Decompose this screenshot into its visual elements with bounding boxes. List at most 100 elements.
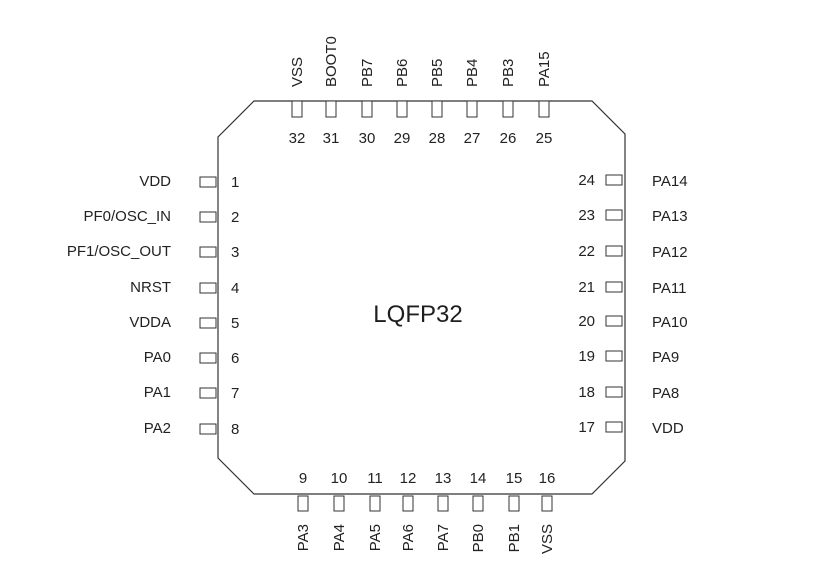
pin-27-pad <box>466 100 478 118</box>
pin-31-number: 31 <box>323 130 340 147</box>
pin-14-pad <box>472 495 484 512</box>
pin-28-number: 28 <box>429 130 446 147</box>
pin-13-name: PA7 <box>435 524 452 551</box>
pin-31-name: BOOT0 <box>323 36 340 87</box>
pin-12-number: 12 <box>400 470 417 487</box>
pin-17-number: 17 <box>578 419 595 436</box>
pin-24-pad <box>605 174 623 186</box>
pin-20-number: 20 <box>578 313 595 330</box>
pin-28-pad <box>431 100 443 118</box>
pin-18-number: 18 <box>578 384 595 401</box>
pin-15-name: PB1 <box>506 524 523 552</box>
pin-16-number: 16 <box>539 470 556 487</box>
pin-10-pad <box>333 495 345 512</box>
pin-27-name: PB4 <box>464 59 481 87</box>
pin-8-name: PA2 <box>144 420 171 437</box>
pin-19-name: PA9 <box>652 349 679 366</box>
pin-7-number: 7 <box>231 385 239 402</box>
pin-32-number: 32 <box>289 130 306 147</box>
pin-11-pad <box>369 495 381 512</box>
pin-17-pad <box>605 421 623 433</box>
pin-11-number: 11 <box>367 470 383 487</box>
pin-25-pad <box>538 100 550 118</box>
pin-14-number: 14 <box>470 470 487 487</box>
pin-29-number: 29 <box>394 130 411 147</box>
pin-15-pad <box>508 495 520 512</box>
pin-23-pad <box>605 209 623 221</box>
pin-21-number: 21 <box>578 279 595 296</box>
pin-14-name: PB0 <box>470 524 487 552</box>
pin-31-pad <box>325 100 337 118</box>
pin-13-number: 13 <box>435 470 452 487</box>
pin-24-name: PA14 <box>652 173 688 190</box>
pin-20-pad <box>605 315 623 327</box>
pin-6-name: PA0 <box>144 349 171 366</box>
pin-30-pad <box>361 100 373 118</box>
pin-5-name: VDDA <box>129 314 171 331</box>
pin-1-pad <box>199 176 217 188</box>
pin-10-name: PA4 <box>331 524 348 551</box>
pin-26-pad <box>502 100 514 118</box>
pin-18-pad <box>605 386 623 398</box>
pin-26-number: 26 <box>500 130 517 147</box>
pin-28-name: PB5 <box>429 59 446 87</box>
pin-24-number: 24 <box>578 172 595 189</box>
pin-22-pad <box>605 245 623 257</box>
pin-12-pad <box>402 495 414 512</box>
chip-package-body <box>217 100 626 495</box>
pin-4-number: 4 <box>231 280 239 297</box>
pin-13-pad <box>437 495 449 512</box>
pin-5-number: 5 <box>231 315 239 332</box>
pin-3-number: 3 <box>231 244 239 261</box>
pin-12-name: PA6 <box>400 524 417 551</box>
pin-1-number: 1 <box>231 174 239 191</box>
pin-32-pad <box>291 100 303 118</box>
pin-6-pad <box>199 352 217 364</box>
pin-16-pad <box>541 495 553 512</box>
pin-8-number: 8 <box>231 421 239 438</box>
pin-21-pad <box>605 281 623 293</box>
pin-15-number: 15 <box>506 470 523 487</box>
pin-3-name: PF1/OSC_OUT <box>67 243 171 260</box>
pin-17-name: VDD <box>652 420 684 437</box>
pin-7-name: PA1 <box>144 384 171 401</box>
pin-19-number: 19 <box>578 348 595 365</box>
pin-9-number: 9 <box>299 470 307 487</box>
pin-3-pad <box>199 246 217 258</box>
pin-8-pad <box>199 423 217 435</box>
pin-30-name: PB7 <box>359 59 376 87</box>
pin-9-pad <box>297 495 309 512</box>
pin-16-name: VSS <box>539 524 556 554</box>
pin-27-number: 27 <box>464 130 481 147</box>
pin-29-pad <box>396 100 408 118</box>
pin-2-number: 2 <box>231 209 239 226</box>
pin-23-name: PA13 <box>652 208 688 225</box>
pin-23-number: 23 <box>578 207 595 224</box>
pin-32-name: VSS <box>289 57 306 87</box>
pin-30-number: 30 <box>359 130 376 147</box>
pin-21-name: PA11 <box>652 280 686 297</box>
pin-20-name: PA10 <box>652 314 688 331</box>
pin-7-pad <box>199 387 217 399</box>
pins-layer: 1VDD2PF0/OSC_IN3PF1/OSC_OUT4NRST5VDDA6PA… <box>67 36 688 554</box>
pin-18-name: PA8 <box>652 385 679 402</box>
pin-22-name: PA12 <box>652 244 688 261</box>
pin-4-name: NRST <box>130 279 171 296</box>
pin-4-pad <box>199 282 217 294</box>
pin-11-name: PA5 <box>367 524 384 551</box>
package-title: LQFP32 <box>373 301 462 328</box>
pin-6-number: 6 <box>231 350 239 367</box>
pin-10-number: 10 <box>331 470 348 487</box>
pin-26-name: PB3 <box>500 59 517 87</box>
pin-22-number: 22 <box>578 243 595 260</box>
pin-25-number: 25 <box>536 130 553 147</box>
pin-29-name: PB6 <box>394 59 411 87</box>
pin-19-pad <box>605 350 623 362</box>
pin-9-name: PA3 <box>295 524 312 551</box>
pin-1-name: VDD <box>139 173 171 190</box>
pin-2-pad <box>199 211 217 223</box>
pin-5-pad <box>199 317 217 329</box>
pin-25-name: PA15 <box>536 51 553 87</box>
pin-2-name: PF0/OSC_IN <box>83 208 171 225</box>
